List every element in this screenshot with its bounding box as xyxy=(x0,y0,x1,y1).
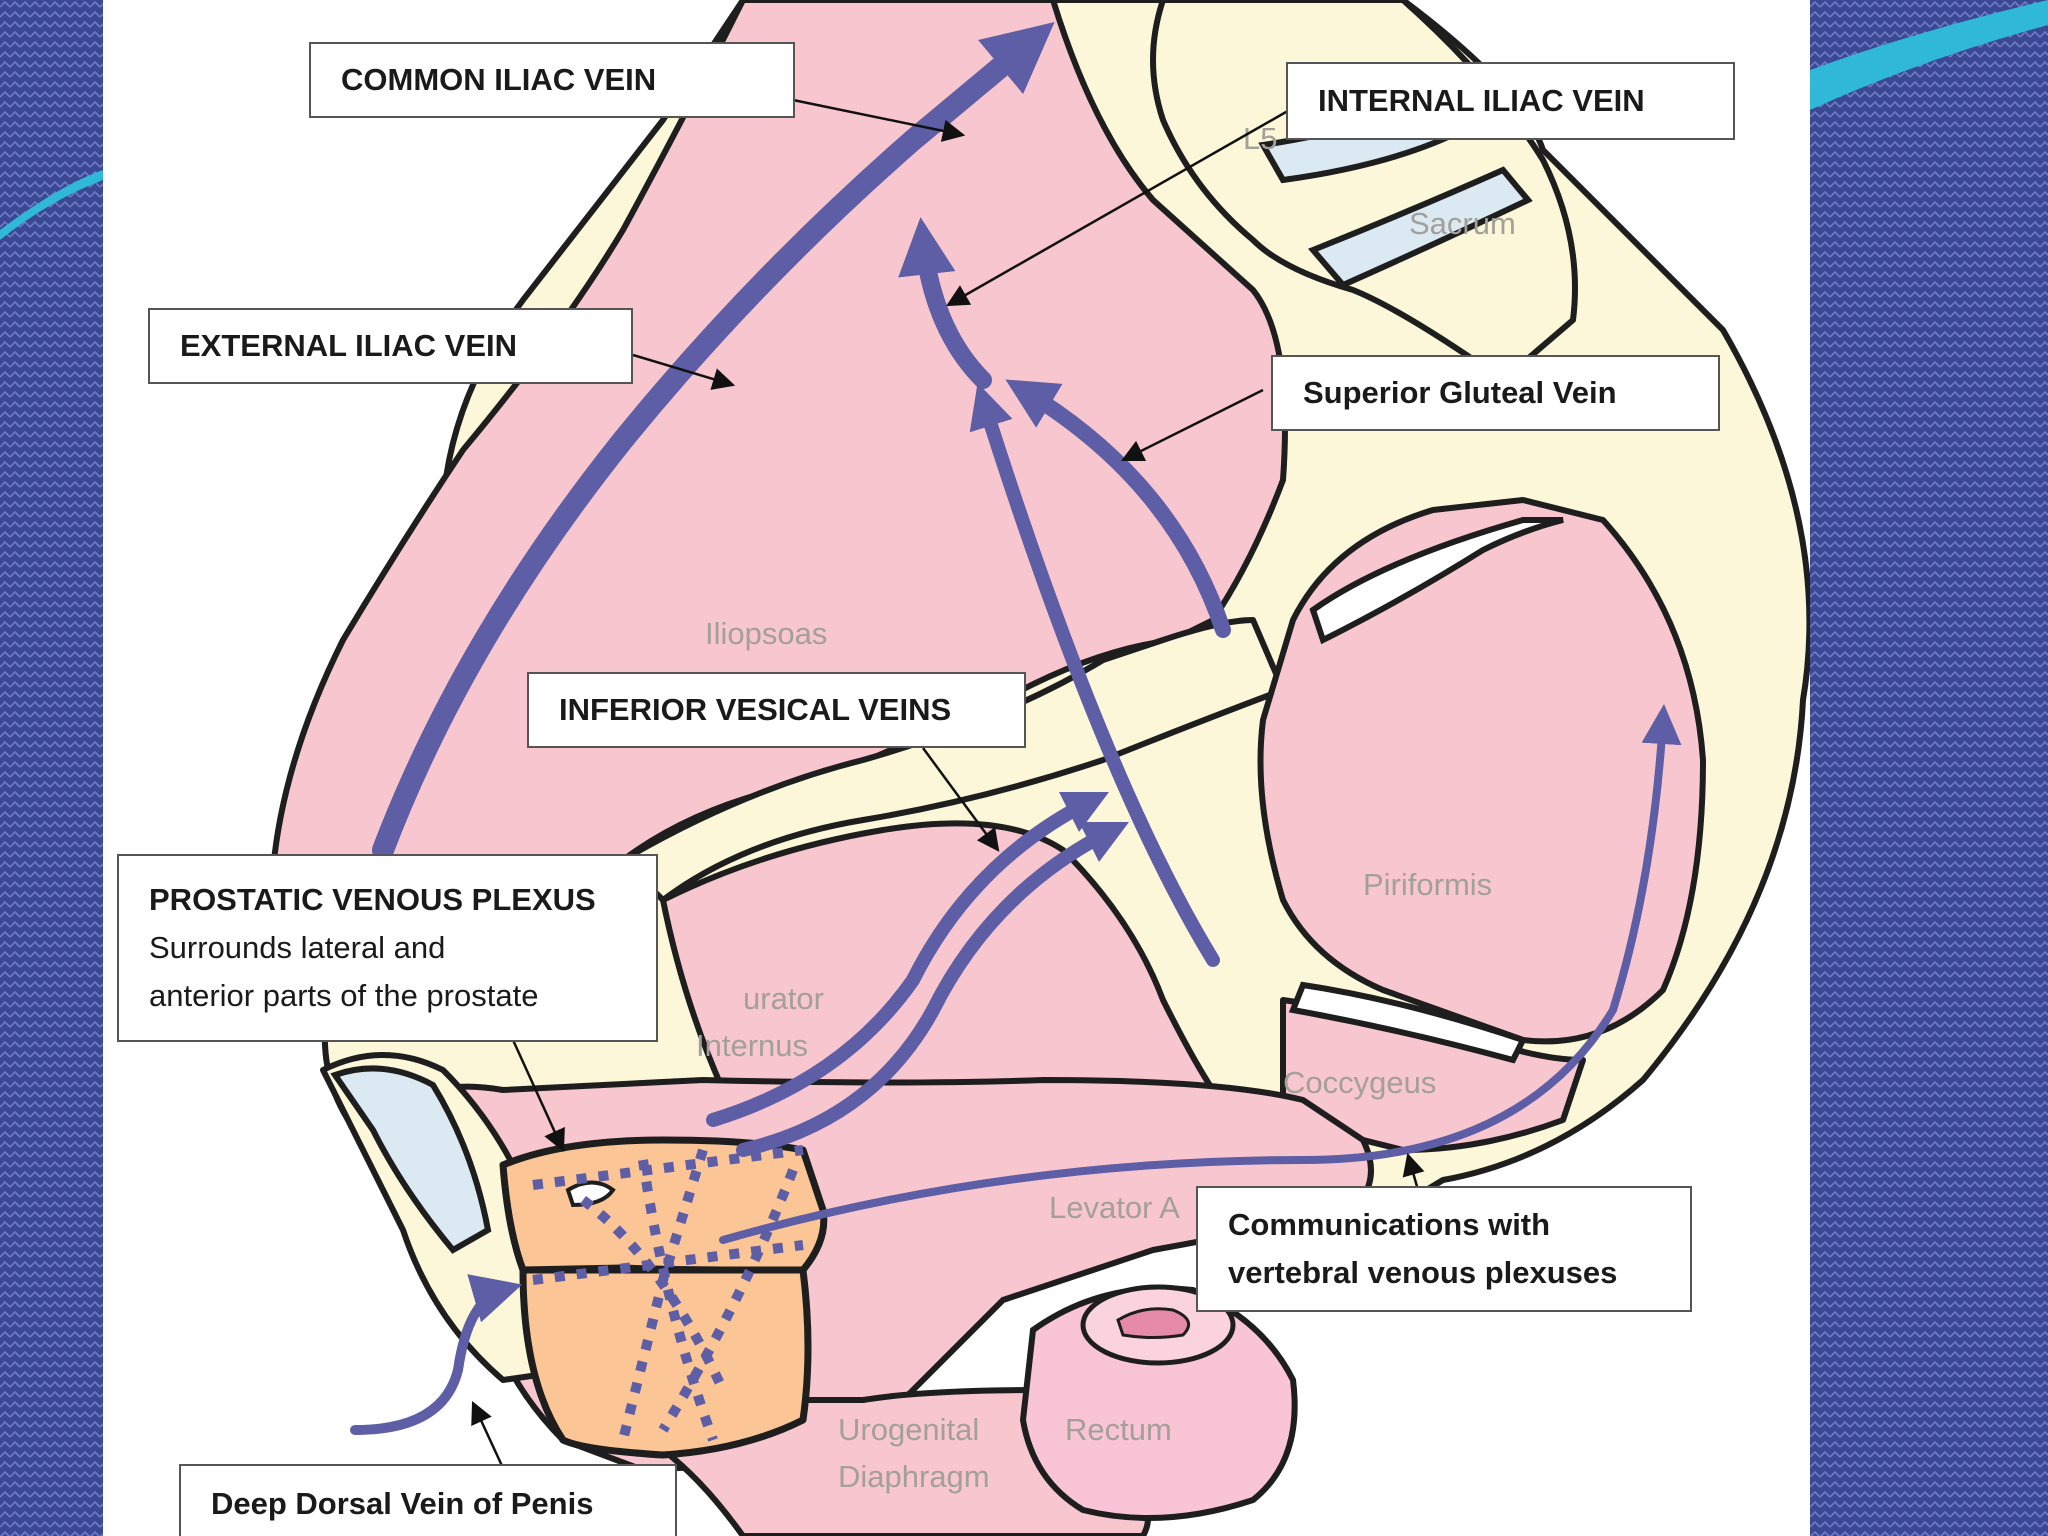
prostatic-venous-plexus-title: PROSTATIC VENOUS PLEXUS xyxy=(149,882,596,917)
vesical-tributary-arrow-1 xyxy=(706,791,1110,1127)
prostatic-plexus-dots-1 xyxy=(532,1145,804,1190)
common-iliac-vein-callout: COMMON ILIAC VEIN xyxy=(309,42,795,118)
internal-iliac-vein-label: INTERNAL ILIAC VEIN xyxy=(1318,83,1645,118)
coccygeus-gap xyxy=(1288,981,1528,1064)
deep-dorsal-vein-arrow xyxy=(350,1274,523,1435)
obturator-internus-muscle xyxy=(660,820,1216,1103)
pointer-prostatic-plexus xyxy=(511,1039,565,1153)
pointer-inferior-vesical xyxy=(921,747,1000,852)
superior-gluteal-vein-arrow xyxy=(1005,379,1231,638)
pointer-external-iliac xyxy=(632,353,736,390)
urogenital-label-line2: Diaphragm xyxy=(838,1459,990,1494)
external-iliac-vein-arrow xyxy=(372,21,1055,861)
sciatic-gap xyxy=(1309,517,1564,645)
prostatic-plexus-dots-5 xyxy=(638,1159,718,1442)
coccygeus-label: Coccygeus xyxy=(1283,1065,1436,1100)
pointer-superior-gluteal xyxy=(1120,388,1264,462)
pelvic-venous-drainage-illustration: L5 Sacrum Iliopsoas Piriformis urator In… xyxy=(270,0,1810,1536)
common-iliac-vein-label: COMMON ILIAC VEIN xyxy=(341,62,657,97)
piriformis-muscle xyxy=(1257,497,1706,1045)
vertebral-communications-line2: vertebral venous plexuses xyxy=(1228,1255,1618,1290)
pointer-common-iliac xyxy=(792,98,966,142)
obturator-foramen xyxy=(330,1065,492,1254)
superior-gluteal-vein-label: Superior Gluteal Vein xyxy=(1303,375,1617,410)
vertebral-communications-callout: Communications with vertebral venous ple… xyxy=(1196,1186,1692,1312)
prostatic-venous-plexus-callout: PROSTATIC VENOUS PLEXUS Surrounds latera… xyxy=(117,854,658,1042)
obturator-label-line2: Internus xyxy=(696,1028,808,1063)
deep-dorsal-vein-callout: Deep Dorsal Vein of Penis xyxy=(179,1464,677,1536)
external-iliac-vein-label: EXTERNAL ILIAC VEIN xyxy=(180,328,518,363)
prostatic-venous-plexus-line1: Surrounds lateral and xyxy=(149,930,446,965)
superior-gluteal-vein-callout: Superior Gluteal Vein xyxy=(1271,355,1720,431)
external-iliac-vein-callout: EXTERNAL ILIAC VEIN xyxy=(148,308,633,384)
prostate-lower xyxy=(519,1266,812,1459)
pointer-vertebral xyxy=(1402,1152,1425,1191)
internal-iliac-vein-arrow xyxy=(898,217,992,389)
levator-ani-label: Levator A xyxy=(1049,1190,1180,1225)
vertebral-communications-line1: Communications with xyxy=(1228,1207,1551,1242)
teal-swoosh-right xyxy=(1810,0,2048,110)
pointer-deep-dorsal xyxy=(471,1400,505,1469)
urogenital-label-line1: Urogenital xyxy=(838,1412,979,1447)
obturator-label-line1: urator xyxy=(743,981,824,1016)
prostatic-venous-plexus-line2: anterior parts of the prostate xyxy=(149,978,539,1013)
internal-iliac-vein-callout: INTERNAL ILIAC VEIN xyxy=(1286,62,1735,140)
iliopsoas-label: Iliopsoas xyxy=(705,616,827,651)
teal-swoosh-left xyxy=(0,170,103,240)
inferior-vesical-veins-callout: INFERIOR VESICAL VEINS xyxy=(527,672,1026,748)
vertebral-communication-arrow xyxy=(719,704,1682,1244)
sacrum-gap-line xyxy=(1307,166,1533,289)
inferior-vesical-vein-arrow xyxy=(969,382,1220,967)
rectum-label: Rectum xyxy=(1065,1412,1172,1447)
sacrum-label: Sacrum xyxy=(1409,206,1516,241)
anatomy-diagram: L5 Sacrum Iliopsoas Piriformis urator In… xyxy=(103,0,1810,1536)
pointer-internal-iliac xyxy=(946,106,1294,307)
deep-dorsal-vein-label: Deep Dorsal Vein of Penis xyxy=(211,1486,594,1521)
inferior-vesical-veins-label: INFERIOR VESICAL VEINS xyxy=(559,692,952,727)
piriformis-label: Piriformis xyxy=(1363,867,1492,902)
vesical-tributary-arrow-2 xyxy=(736,821,1130,1157)
rectum-lumen-inner xyxy=(1116,1307,1191,1339)
